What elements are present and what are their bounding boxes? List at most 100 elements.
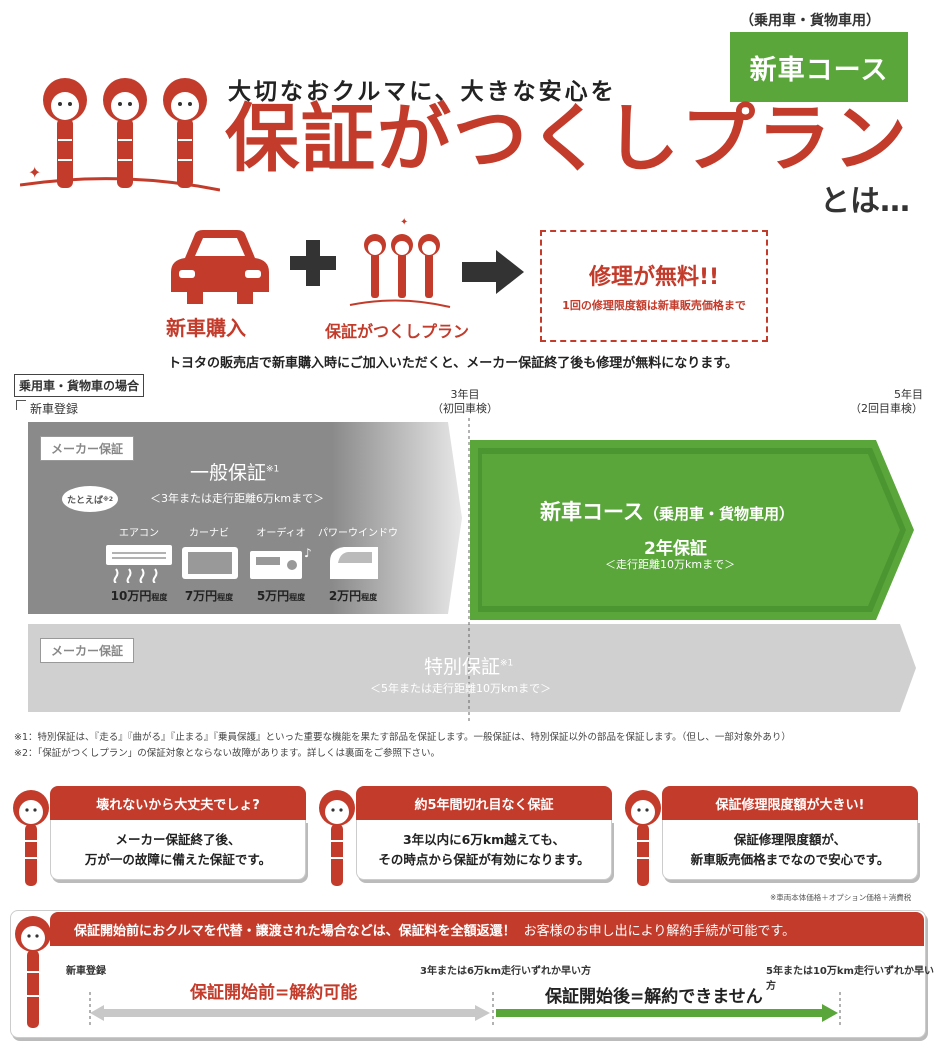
example-bubble: たとえば※2: [62, 486, 118, 512]
footnote-1: ※1：特別保証は、『走る』『曲がる』『止まる』『乗員保護』といった重要な機能を果…: [14, 732, 791, 743]
plan-name-label: 保証がつくしプラン: [325, 322, 470, 341]
registration-tick: [16, 400, 26, 410]
free-repair-box: 修理が無料!! 1回の修理限度額は新車販売価格まで: [540, 230, 768, 342]
cancellable-arrow: [90, 1005, 490, 1021]
item-price: 7万円程度: [164, 587, 254, 604]
feature-card-heading: 約5年間切れ目なく保証: [356, 786, 612, 820]
item-car-navi: カーナビ 7万円程度: [164, 524, 254, 604]
item-audio: オーディオ ♪ 5万円程度: [236, 524, 326, 604]
feature-card-line: その時点から保証が有効になります。: [378, 851, 590, 867]
svg-text:✦: ✦: [400, 217, 408, 228]
course-subtitle: （乗用車・貨物車用）: [740, 13, 880, 29]
new-car-course-years: 2年保証: [644, 539, 707, 559]
new-car-course-name: 新車コース: [540, 500, 644, 524]
feature-card-heading: 壊れないから大丈夫でしょ?: [50, 786, 306, 820]
feature-card-line: 新車販売価格までなので安心です。: [690, 851, 890, 867]
new-car-course-vehicles: （乗用車・貨物車用）: [643, 505, 794, 523]
refund-timeline: [89, 992, 841, 1026]
item-price: 5万円程度: [236, 587, 326, 604]
maker-warranty-tag: メーカー保証: [40, 638, 135, 663]
year5-label: 5年目 （2回目車検）: [850, 388, 923, 416]
arrow-right-icon: [462, 250, 524, 294]
free-repair-limit: 1回の修理限度額は新車販売価格まで: [562, 299, 746, 312]
item-price-value: 5万円: [256, 589, 290, 603]
new-car-course-title: 新車コース（乗用車・貨物車用）: [540, 496, 794, 526]
maker-warranty-tag: メーカー保証: [40, 436, 135, 461]
feature-card: 約5年間切れ目なく保証 3年以内に6万km越えても、 その時点から保証が有効にな…: [316, 786, 612, 890]
refund-registration-label: 新車登録: [66, 966, 106, 977]
price-note: ※車両本体価格＋オプション価格＋消費税: [770, 893, 912, 902]
feature-card-line: 3年以内に6万km越えても、: [402, 831, 566, 847]
feature-card-body: メーカー保証終了後、 万が一の故障に備えた保証です。: [50, 820, 306, 880]
item-price-suffix: 程度: [361, 593, 378, 602]
not-cancellable-label: 保証開始後=解約できません: [545, 987, 763, 1007]
special-warranty-band: [28, 624, 916, 712]
feature-card: 壊れないから大丈夫でしょ? メーカー保証終了後、 万が一の故障に備えた保証です。: [10, 786, 306, 890]
item-price-value: 7万円: [184, 589, 218, 603]
refund-heading: 保証開始前におクルマを代替・譲渡された場合などは、保証料を全額返還！ お客様のお申…: [50, 912, 924, 946]
item-price-value: 2万円: [328, 589, 362, 603]
car-navigation-icon: [182, 547, 238, 579]
warranty-timeline: [28, 418, 916, 724]
not-cancellable-arrow: [496, 1004, 838, 1022]
intro-text: トヨタの販売店で新車購入時にご加入いただくと、メーカー保証終了後も修理が無料にな…: [168, 356, 738, 371]
item-power-window: パワーウインドウ 2万円程度: [308, 524, 408, 604]
power-window-icon: [330, 547, 378, 579]
refund-heading-sub: お客様のお申し出により解約手続が可能です。: [523, 923, 796, 939]
example-label: たとえば: [66, 495, 103, 506]
doll-icon: [15, 916, 51, 1028]
feature-card-heading: 保証修理限度額が大きい!: [662, 786, 918, 820]
feature-card-body: 保証修理限度額が、 新車販売価格までなので安心です。: [662, 820, 918, 880]
item-label: パワーウインドウ: [318, 528, 398, 539]
title-suffix: とは…: [820, 184, 910, 219]
feature-card-body: 3年以内に6万km越えても、 その時点から保証が有効になります。: [356, 820, 612, 880]
year3-note: （初回車検）: [432, 402, 498, 415]
general-warranty-note: ※1: [266, 464, 280, 475]
footnote-2: ※2：「保証がつくしプラン」の保証対象とならない故障があります。詳しくは裏面をご…: [14, 748, 441, 759]
feature-card-line: 保証修理限度額が、: [733, 831, 847, 847]
item-label: カーナビ: [189, 528, 229, 539]
car-icon: [171, 230, 269, 304]
refund-heading-main: 保証開始前におクルマを代替・譲渡された場合などは、保証料を全額返還！: [74, 923, 516, 939]
item-aircon: エアコン 10万円程度: [94, 524, 184, 604]
item-price: 2万円程度: [308, 587, 398, 604]
feature-card: 保証修理限度額が大きい! 保証修理限度額が、 新車販売価格までなので安心です。: [622, 786, 918, 890]
feature-card-line: 万が一の故障に備えた保証です。: [84, 851, 272, 867]
special-warranty-title: 特別保証※1: [424, 652, 513, 679]
air-conditioner-icon: [106, 545, 172, 584]
general-warranty-name: 一般保証: [190, 462, 267, 484]
item-label: エアコン: [119, 528, 159, 539]
audio-icon: ♪: [250, 546, 312, 579]
free-repair-title: 修理が無料!!: [588, 265, 720, 290]
tagline: 大切なおクルマに、大きな安心を: [228, 79, 617, 105]
year5-note: （2回目車検）: [850, 402, 923, 415]
doll-icon: [13, 790, 49, 886]
general-warranty-title: 一般保証※1: [190, 458, 279, 485]
refund-end-label: 5年または10万km走行いずれか早い方: [766, 966, 934, 992]
item-price: 10万円程度: [94, 587, 184, 604]
plus-icon: [290, 240, 336, 286]
svg-text:♪: ♪: [304, 546, 312, 560]
item-label: オーディオ: [256, 528, 306, 539]
item-price-value: 10万円: [110, 589, 152, 603]
registration-label: 新車登録: [30, 402, 79, 416]
special-warranty-terms: ＜5年または走行距離10万kmまで＞: [370, 682, 552, 695]
special-warranty-name: 特別保証: [424, 656, 501, 678]
small-dolls-icon: ✦: [349, 217, 451, 308]
page-title: 保証がつくしプラン: [225, 96, 909, 182]
course-badge: 新車コース: [730, 32, 908, 102]
new-car-purchase-label: 新車購入: [166, 316, 246, 340]
tsukushi-dolls-illustration: ✦: [20, 78, 220, 192]
item-price-suffix: 程度: [217, 593, 234, 602]
doll-icon: [319, 790, 355, 886]
doll-icon: [625, 790, 661, 886]
item-price-suffix: 程度: [151, 593, 168, 602]
svg-text:✦: ✦: [28, 163, 41, 182]
cancellable-label: 保証開始前=解約可能: [190, 983, 358, 1003]
new-car-course-terms: ＜走行距離10万kmまで＞: [605, 558, 736, 571]
refund-start-label: 3年または6万km走行いずれか早い方: [420, 966, 591, 977]
special-warranty-note: ※1: [500, 658, 514, 669]
year3-label: 3年目 （初回車検）: [432, 388, 498, 416]
general-warranty-terms: ＜3年または走行距離6万kmまで＞: [150, 492, 325, 505]
feature-card-line: メーカー保証終了後、: [115, 831, 241, 847]
